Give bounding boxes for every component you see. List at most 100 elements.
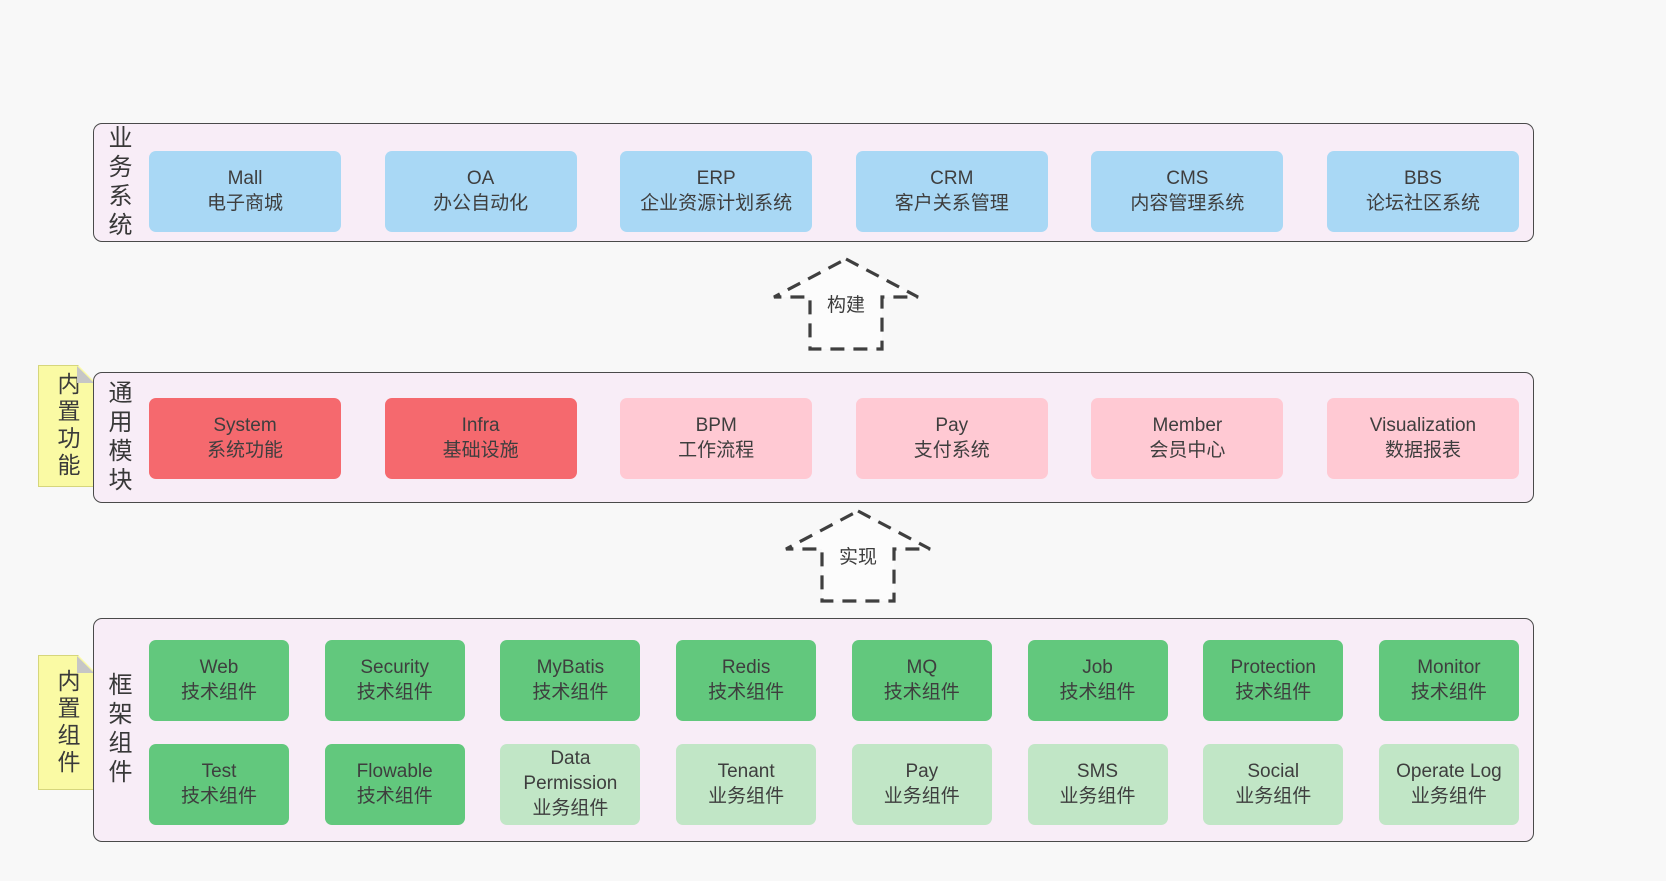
box-data-permission: Data Permission 业务组件 [500,744,641,825]
box-desc: 技术组件 [356,785,433,807]
box-name: Protection [1230,656,1316,678]
box-job: Job 技术组件 [1027,640,1168,721]
box-name: Pay [935,414,969,436]
box-desc: 技术组件 [356,681,433,703]
box-bpm: BPM 工作流程 [620,398,813,479]
box-desc: 业务组件 [532,797,609,819]
box-erp: ERP 企业资源计划系统 [620,151,813,232]
box-name: MyBatis [536,656,605,678]
business-systems-side-label: 业务系统 [104,124,131,241]
box-name: Web [199,656,239,678]
implement-arrow-label: 实现 [834,541,882,570]
box-protection: Protection 技术组件 [1203,640,1344,721]
box-name: BPM [695,414,737,436]
box-web: Web 技术组件 [149,640,289,721]
box-desc: 电子商城 [206,192,283,214]
box-desc: 业务组件 [1410,785,1487,807]
box-desc: 业务组件 [883,785,960,807]
box-bbs: BBS 论坛社区系统 [1326,151,1519,232]
business-systems-panel: 业务系统 Mall 电子商城 OA 办公自动化 ERP 企业资源计划系统 CRM… [93,123,1534,242]
box-desc: 会员中心 [1149,439,1226,461]
box-desc: 技术组件 [180,785,257,807]
box-desc: 技术组件 [1410,681,1487,703]
box-name: SMS [1076,760,1119,782]
box-test: Test 技术组件 [149,744,289,825]
box-desc: 系统功能 [206,439,283,461]
box-flowable: Flowable 技术组件 [324,744,465,825]
box-infra: Infra 基础设施 [384,398,577,479]
box-name: Job [1082,656,1113,678]
box-name: Test [201,760,237,782]
built-in-features-sticky: 内置功能 [38,365,95,487]
framework-components-row-1: Web 技术组件 Security 技术组件 MyBatis 技术组件 Redi… [94,640,1533,721]
box-security: Security 技术组件 [324,640,465,721]
box-desc: 数据报表 [1384,439,1461,461]
box-desc: 客户关系管理 [894,192,1009,214]
common-modules-side-label: 通用模块 [104,379,131,496]
box-name: System [213,414,277,436]
common-modules-panel: 通用模块 System 系统功能 Infra 基础设施 BPM 工作流程 Pay… [93,372,1534,503]
box-mybatis: MyBatis 技术组件 [500,640,641,721]
box-desc: 内容管理系统 [1130,192,1245,214]
box-name: Operate Log [1396,760,1502,782]
box-name: Pay [905,760,939,782]
box-desc: 技术组件 [883,681,960,703]
box-desc: 业务组件 [1235,785,1312,807]
box-name: Social [1247,760,1300,782]
box-sms: SMS 业务组件 [1027,744,1168,825]
box-desc: 技术组件 [1235,681,1312,703]
box-name: MQ [906,656,938,678]
box-tenant: Tenant 业务组件 [676,744,817,825]
box-desc: 支付系统 [913,439,990,461]
built-in-features-label: 内置功能 [54,372,80,480]
box-name: CRM [930,167,974,189]
common-modules-row: System 系统功能 Infra 基础设施 BPM 工作流程 Pay 支付系统… [94,398,1533,479]
box-name: OA [466,167,495,189]
box-pay-system: Pay 支付系统 [855,398,1048,479]
box-name: Redis [721,656,771,678]
box-desc: 技术组件 [708,681,785,703]
box-name: Tenant [717,760,775,782]
box-operate-log: Operate Log 业务组件 [1378,744,1519,825]
box-desc: 技术组件 [180,681,257,703]
box-name: Mall [227,167,263,189]
box-mq: MQ 技术组件 [851,640,992,721]
box-name: ERP [696,167,736,189]
business-systems-row: Mall 电子商城 OA 办公自动化 ERP 企业资源计划系统 CRM 客户关系… [94,151,1533,232]
box-desc: 论坛社区系统 [1365,192,1480,214]
box-name: Monitor [1417,656,1481,678]
box-desc: 工作流程 [678,439,755,461]
build-arrow-label: 构建 [822,289,870,318]
box-name: CMS [1166,167,1209,189]
box-oa: OA 办公自动化 [384,151,577,232]
box-name: Security [360,656,430,678]
folded-corner-icon [77,366,94,383]
box-name: BBS [1403,167,1442,189]
box-cms: CMS 内容管理系统 [1091,151,1284,232]
framework-components-side-label: 框架组件 [104,672,131,788]
box-redis: Redis 技术组件 [676,640,817,721]
box-mall: Mall 电子商城 [149,151,341,232]
box-desc: 技术组件 [532,681,609,703]
box-desc: 业务组件 [708,785,785,807]
framework-components-panel: 框架组件 Web 技术组件 Security 技术组件 MyBatis 技术组件… [93,618,1534,842]
box-member: Member 会员中心 [1091,398,1284,479]
folded-corner-icon [77,656,94,673]
box-social: Social 业务组件 [1203,744,1344,825]
box-name: Flowable [356,760,433,782]
box-visualization: Visualization 数据报表 [1326,398,1519,479]
built-in-components-label: 内置组件 [54,668,80,777]
box-name: Member [1152,414,1223,436]
box-name: Visualization [1369,414,1477,436]
box-monitor: Monitor 技术组件 [1378,640,1519,721]
box-desc: 技术组件 [1059,681,1136,703]
implement-arrow-icon: 实现 [782,508,934,604]
box-name: Data Permission [523,748,618,795]
built-in-components-sticky: 内置组件 [38,655,95,790]
box-crm: CRM 客户关系管理 [855,151,1048,232]
box-desc: 基础设施 [442,439,519,461]
box-desc: 办公自动化 [433,192,529,214]
build-arrow-icon: 构建 [770,256,922,352]
framework-components-row-2: Test 技术组件 Flowable 技术组件 Data Permission … [94,744,1533,825]
box-desc: 业务组件 [1059,785,1136,807]
